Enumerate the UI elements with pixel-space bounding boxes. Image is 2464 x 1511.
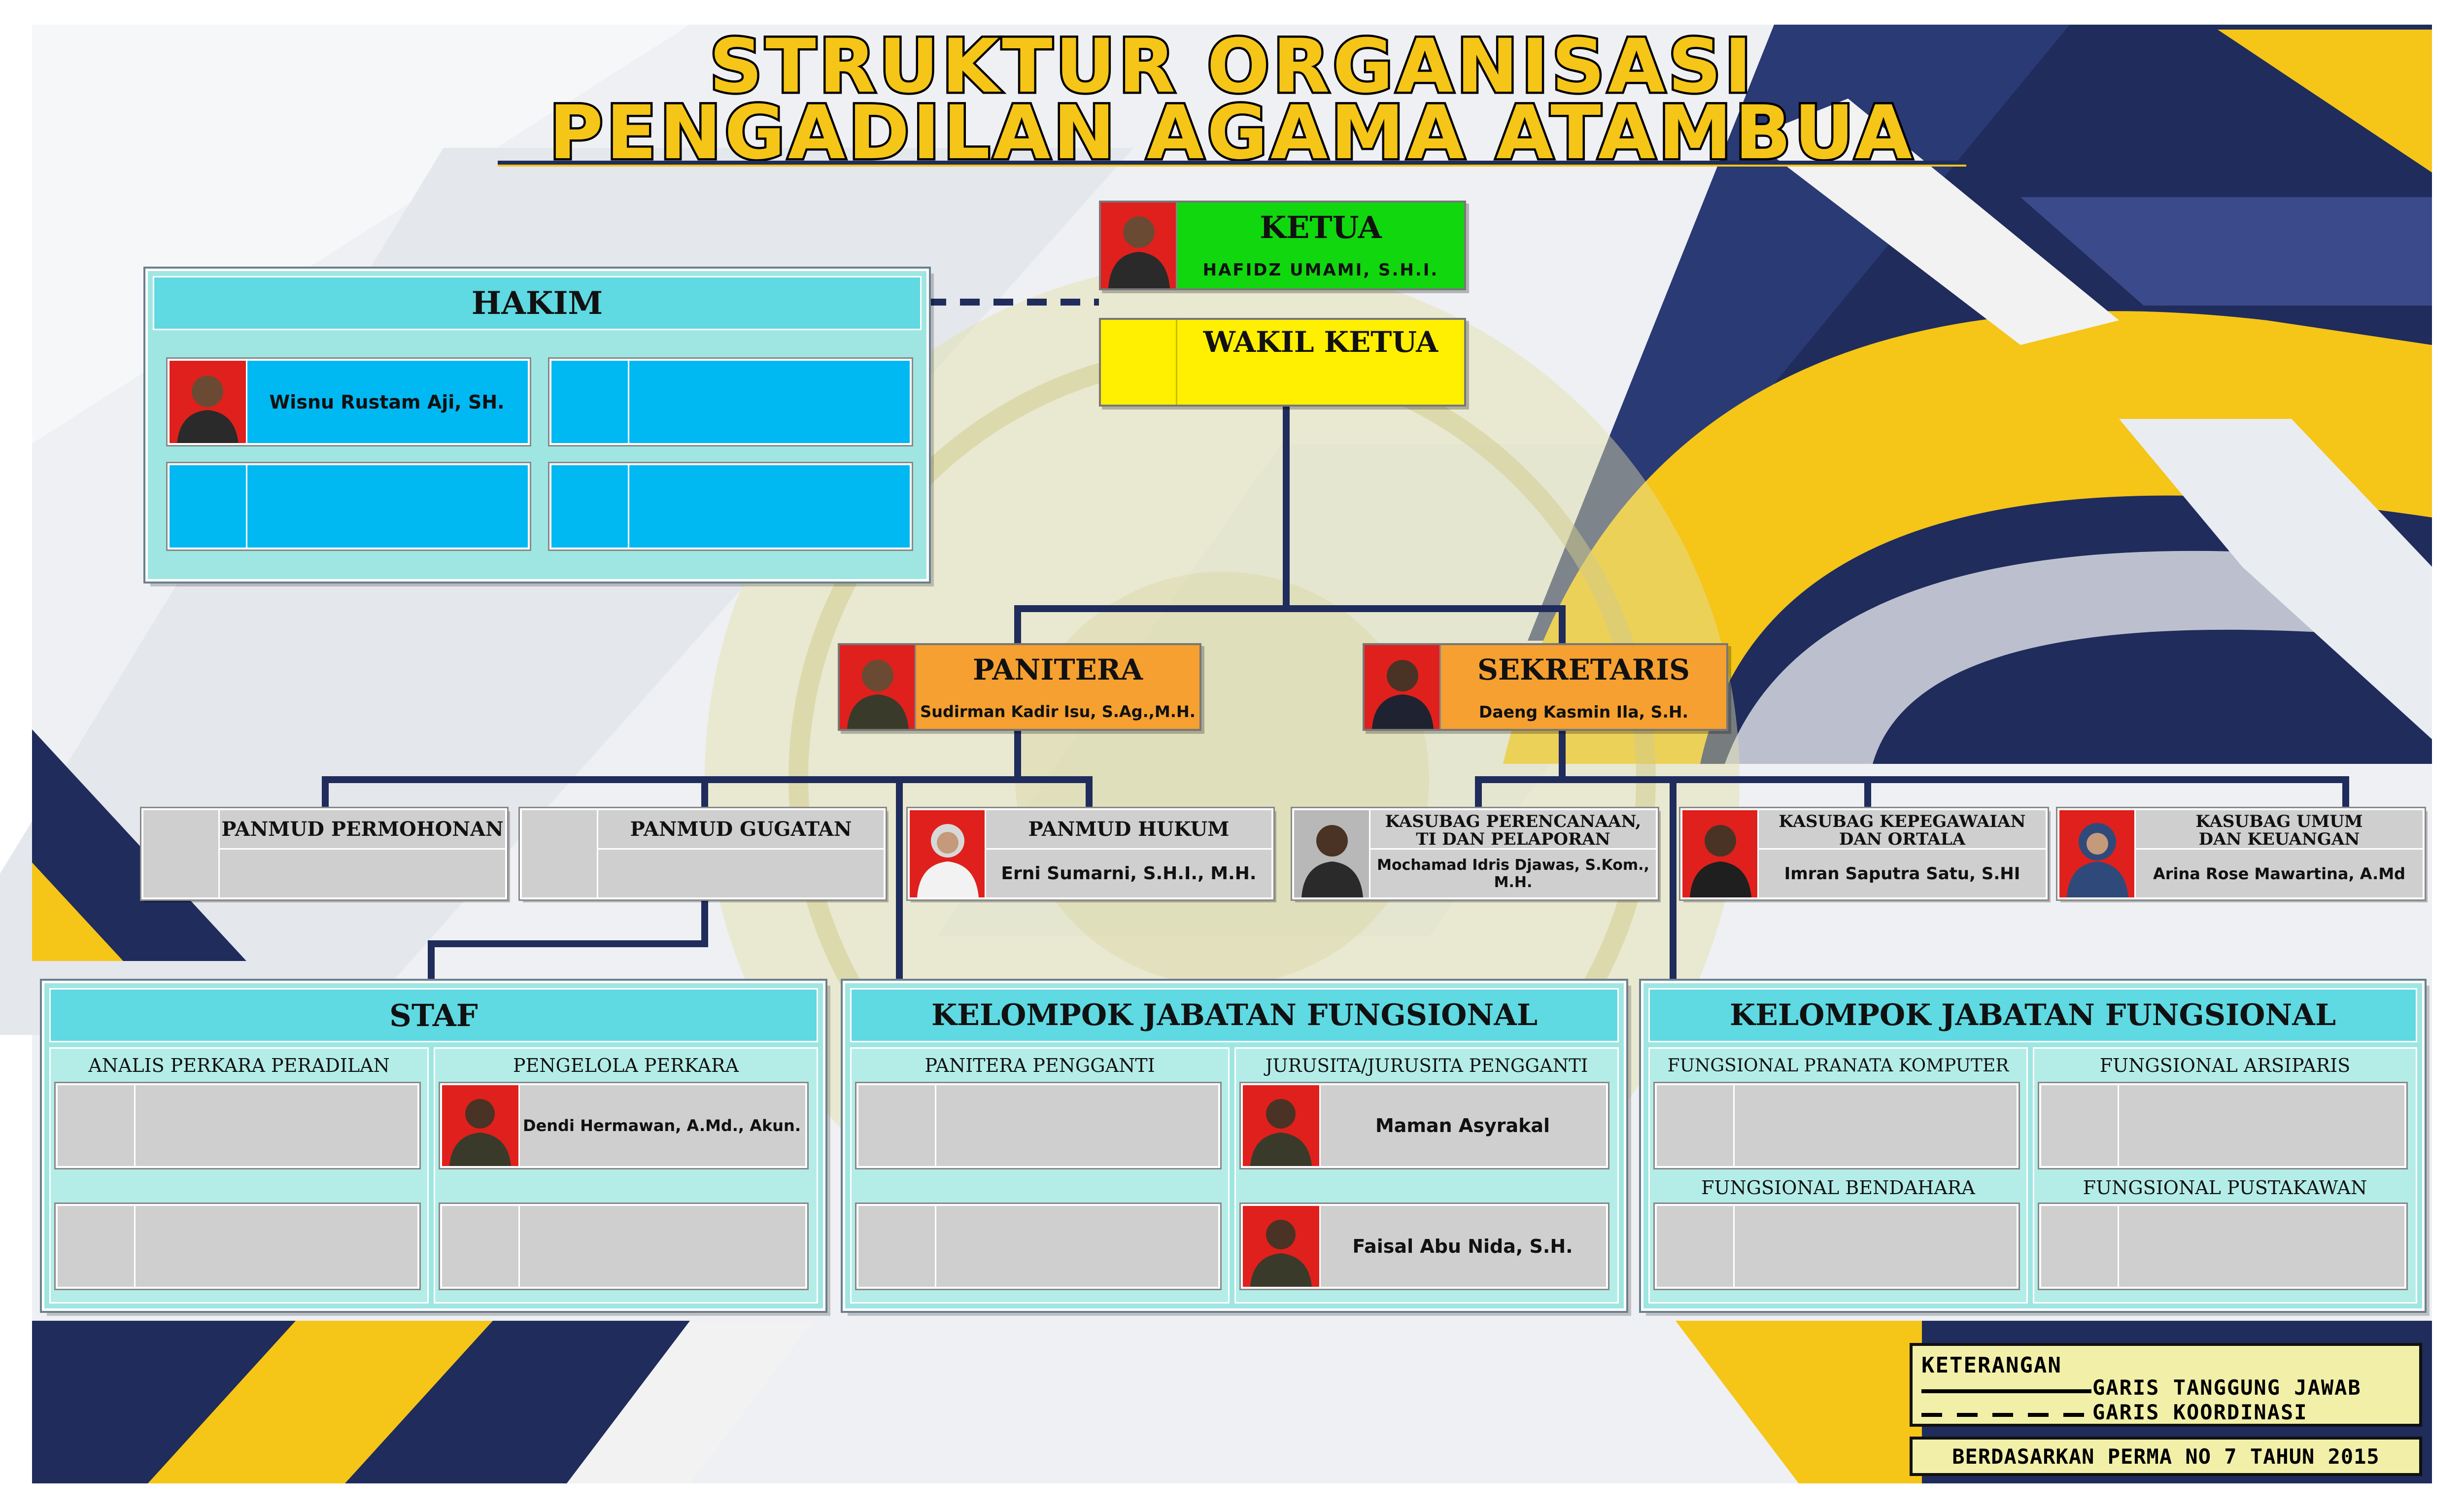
unit-name: Imran Saputra Satu, S.HI — [1784, 863, 2020, 884]
unit-role-line1: KASUBAG UMUM — [2195, 812, 2363, 831]
pustakawan-slot — [2038, 1202, 2408, 1290]
unit-name: Mochamad Idris Djawas, S.Kom., M.H. — [1377, 856, 1649, 891]
jurusita-label: JURUSITA/JURUSITA PENGGANTI — [1265, 1055, 1588, 1076]
unit-role: PANMUD HUKUM — [986, 810, 1271, 850]
hakim-member-name: Wisnu Rustam Aji, SH. — [269, 391, 505, 413]
fungsional-2-heading: KELOMPOK JABATAN FUNGSIONAL — [1648, 988, 2417, 1042]
panitera-photo — [840, 645, 916, 729]
unit-panmud-hukum: PANMUD HUKUM Erni Sumarni, S.H.I., M.H. — [906, 807, 1275, 901]
unit-photo — [1294, 810, 1370, 897]
unit-photo — [1682, 810, 1759, 897]
unit-role-line1: KASUBAG PERENCANAAN, — [1385, 812, 1642, 831]
arsiparis-section: FUNGSIONAL ARSIPARIS FUNGSIONAL PUSTAKAW… — [2033, 1047, 2417, 1304]
pranata-komputer-slot — [1653, 1082, 2020, 1169]
panitera-pengganti-slot — [855, 1202, 1222, 1290]
staf-analis-slot — [54, 1082, 421, 1169]
staf-pengelola-slot: Dendi Hermawan, A.Md., Akun. — [439, 1082, 809, 1169]
ketua-role: KETUA — [1260, 209, 1382, 245]
legend-heading: KETERANGAN — [1921, 1353, 2062, 1378]
arsiparis-label: FUNGSIONAL ARSIPARIS — [2099, 1055, 2351, 1076]
ketua-name: HAFIDZ UMAMI, S.H.I. — [1202, 260, 1439, 280]
staf-pengelola-label: PENGELOLA PERKARA — [513, 1055, 739, 1076]
unit-role: PANMUD GUGATAN — [598, 810, 884, 850]
pustakawan-label: FUNGSIONAL PUSTAKAWAN — [2083, 1177, 2367, 1199]
staf-panel: STAF ANALIS PERKARA PERADILAN PENGELOLA … — [40, 979, 827, 1313]
unit-kasubag-umum: KASUBAG UMUM DAN KEUANGAN Arina Rose Maw… — [2056, 807, 2426, 901]
panitera-name: Sudirman Kadir Isu, S.Ag.,M.H. — [920, 702, 1196, 721]
sekretaris-name: Daeng Kasmin Ila, S.H. — [1478, 702, 1689, 721]
unit-role: PANMUD PERMOHONAN — [220, 810, 505, 850]
staf-analis-label: ANALIS PERKARA PERADILAN — [88, 1055, 390, 1076]
jurusita-name: Faisal Abu Nida, S.H. — [1352, 1236, 1573, 1257]
hakim-member-slot — [166, 462, 531, 551]
unit-role-line2: DAN ORTALA — [1839, 829, 1966, 849]
bendahara-slot — [1653, 1202, 2020, 1290]
hakim-panel: HAKIM Wisnu Rustam Aji, SH. — [143, 267, 931, 584]
unit-photo — [2059, 810, 2136, 897]
chart-title-line2: PENGADILAN AGAMA ATAMBUA — [547, 90, 1915, 176]
wakil-ketua-role: WAKIL KETUA — [1203, 325, 1438, 359]
legend-dashed-line — [1921, 1413, 2091, 1417]
unit-name: Arina Rose Mawartina, A.Md — [2153, 864, 2406, 883]
fungsional-panel-1: KELOMPOK JABATAN FUNGSIONAL PANITERA PEN… — [841, 979, 1628, 1313]
hakim-member-slot: Wisnu Rustam Aji, SH. — [166, 357, 531, 446]
unit-kasubag-perencanaan: KASUBAG PERENCANAAN, TI DAN PELAPORAN Mo… — [1291, 807, 1659, 901]
staf-pengelola-section: PENGELOLA PERKARA Dendi Hermawan, A.Md.,… — [434, 1047, 818, 1304]
unit-panmud-gugatan: PANMUD GUGATAN — [518, 807, 887, 901]
unit-panmud-permohonan: PANMUD PERMOHONAN — [140, 807, 509, 901]
jurusita-section: JURUSITA/JURUSITA PENGGANTI Maman Asyrak… — [1234, 1047, 1619, 1304]
unit-kasubag-kepegawaian: KASUBAG KEPEGAWAIAN DAN ORTALA Imran Sap… — [1679, 807, 2049, 901]
ketua-box: KETUA HAFIDZ UMAMI, S.H.I. — [1099, 201, 1466, 290]
unit-role-line1: KASUBAG KEPEGAWAIAN — [1779, 812, 2026, 831]
unit-photo — [910, 810, 986, 897]
staf-heading: STAF — [49, 988, 818, 1042]
legend-dashed-label: GARIS KOORDINASI — [2092, 1400, 2308, 1424]
pranata-komputer-label: FUNGSIONAL PRANATA KOMPUTER — [1667, 1055, 2009, 1076]
fungsional-1-heading: KELOMPOK JABATAN FUNGSIONAL — [850, 988, 1619, 1042]
staf-analis-slot — [54, 1202, 421, 1290]
jurusita-slot: Maman Asyrakal — [1239, 1082, 1609, 1169]
hakim-heading: HAKIM — [153, 276, 922, 330]
legend-basis-box: BERDASARKAN PERMA NO 7 TAHUN 2015 — [1910, 1437, 2422, 1476]
legend-basis: BERDASARKAN PERMA NO 7 TAHUN 2015 — [1952, 1444, 2380, 1469]
arsiparis-slot — [2038, 1082, 2408, 1169]
fungsional-panel-2: KELOMPOK JABATAN FUNGSIONAL FUNGSIONAL P… — [1639, 979, 2427, 1313]
legend-solid-label: GARIS TANGGUNG JAWAB — [2092, 1375, 2361, 1400]
hakim-member-slot — [548, 462, 913, 551]
wakil-ketua-photo-slot — [1101, 320, 1177, 405]
sekretaris-role: SEKRETARIS — [1477, 653, 1690, 687]
sekretaris-box: SEKRETARIS Daeng Kasmin Ila, S.H. — [1363, 643, 1728, 731]
pranata-komputer-section: FUNGSIONAL PRANATA KOMPUTER FUNGSIONAL B… — [1648, 1047, 2028, 1304]
chart-title-line1: STRUKTUR ORGANISASI — [707, 24, 1755, 109]
ketua-photo — [1101, 203, 1177, 288]
sekretaris-photo — [1365, 645, 1441, 729]
panitera-pengganti-label: PANITERA PENGGANTI — [924, 1055, 1155, 1076]
staf-pengelola-name: Dendi Hermawan, A.Md., Akun. — [523, 1116, 801, 1135]
unit-name: Erni Sumarni, S.H.I., M.H. — [1001, 863, 1257, 884]
jurusita-name: Maman Asyrakal — [1375, 1115, 1550, 1136]
legend-box: KETERANGAN GARIS TANGGUNG JAWAB GARIS KO… — [1910, 1343, 2422, 1427]
staf-analis-section: ANALIS PERKARA PERADILAN — [49, 1047, 429, 1304]
panitera-role: PANITERA — [972, 653, 1143, 687]
legend-solid-line — [1921, 1389, 2091, 1393]
unit-role-line2: DAN KEUANGAN — [2198, 829, 2360, 849]
hakim-member-slot — [548, 357, 913, 446]
wakil-ketua-box: WAKIL KETUA — [1099, 318, 1466, 407]
panitera-box: PANITERA Sudirman Kadir Isu, S.Ag.,M.H. — [838, 643, 1201, 731]
unit-role-line2: TI DAN PELAPORAN — [1416, 829, 1610, 849]
panitera-pengganti-slot — [855, 1082, 1222, 1169]
title-underline — [498, 161, 1966, 167]
panitera-pengganti-section: PANITERA PENGGANTI — [850, 1047, 1230, 1304]
jurusita-slot: Faisal Abu Nida, S.H. — [1239, 1202, 1609, 1290]
staf-pengelola-slot — [439, 1202, 809, 1290]
bendahara-label: FUNGSIONAL BENDAHARA — [1701, 1177, 1975, 1199]
